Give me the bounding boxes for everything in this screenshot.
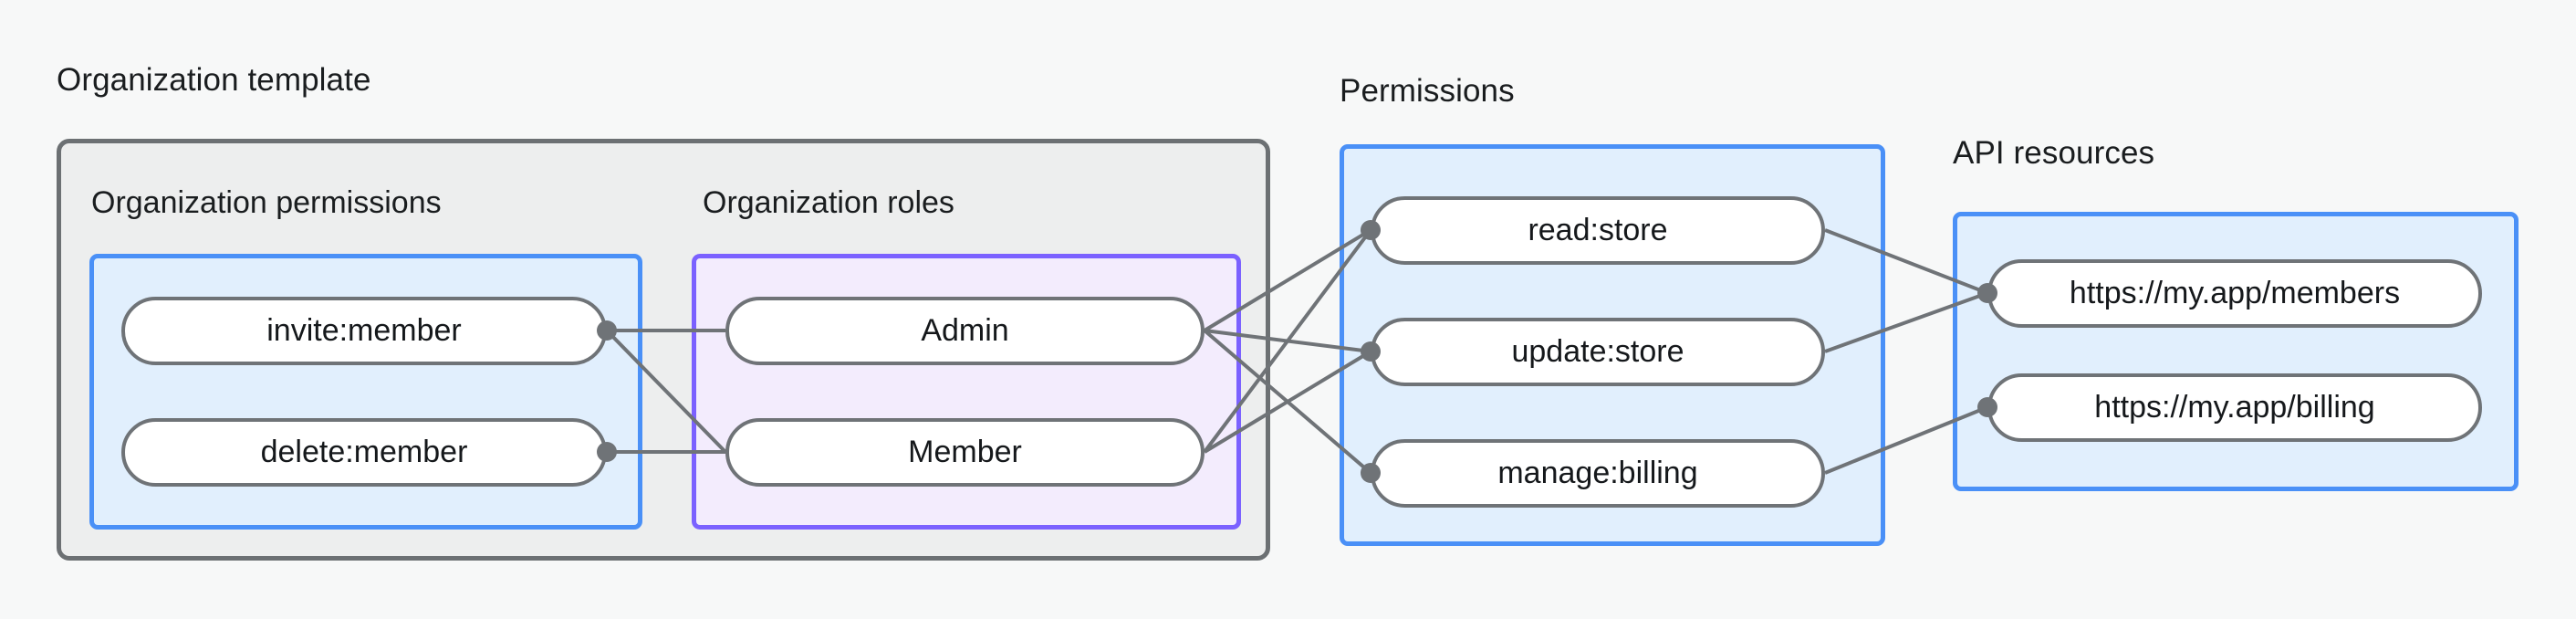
node-label: update:store [1511, 334, 1684, 369]
node-label: Admin [921, 313, 1009, 348]
org-roles-title: Organization roles [703, 185, 954, 220]
node-update-store[interactable]: update:store [1371, 318, 1825, 386]
node-member[interactable]: Member [725, 418, 1205, 487]
node-label: delete:member [260, 435, 468, 469]
org-template-title: Organization template [57, 62, 371, 98]
api-resources-title: API resources [1953, 135, 2155, 171]
node-delete-member[interactable]: delete:member [121, 418, 607, 487]
node-admin[interactable]: Admin [725, 297, 1205, 365]
node-label: https://my.app/billing [2094, 390, 2375, 425]
node-label: read:store [1528, 213, 1668, 247]
permissions-title: Permissions [1340, 73, 1515, 109]
node-members-url[interactable]: https://my.app/members [1987, 259, 2482, 328]
org-permissions-group [89, 254, 642, 530]
node-label: Member [908, 435, 1022, 469]
node-invite-member[interactable]: invite:member [121, 297, 607, 365]
node-label: https://my.app/members [2069, 276, 2401, 310]
node-read-store[interactable]: read:store [1371, 196, 1825, 265]
node-billing-url[interactable]: https://my.app/billing [1987, 373, 2482, 442]
org-roles-group [692, 254, 1241, 530]
node-label: manage:billing [1497, 456, 1698, 490]
node-label: invite:member [266, 313, 462, 348]
api-resources-group [1953, 212, 2519, 491]
node-manage-billing[interactable]: manage:billing [1371, 439, 1825, 508]
org-permissions-title: Organization permissions [91, 185, 442, 220]
